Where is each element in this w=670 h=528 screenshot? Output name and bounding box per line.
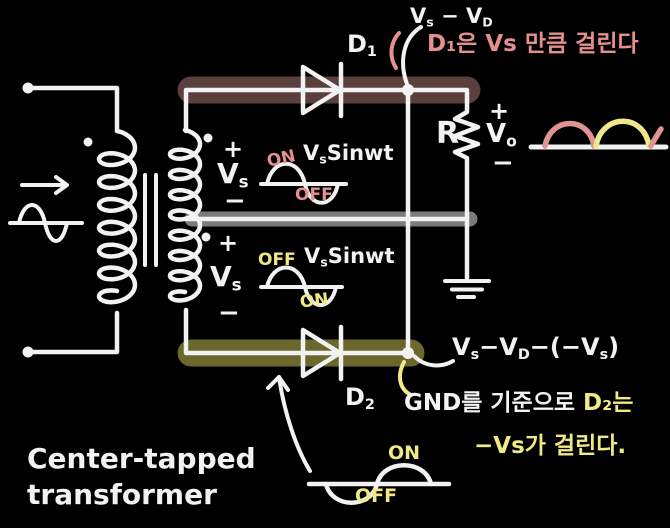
d2-note-pointer-curve — [397, 360, 413, 397]
secondary-coil — [167, 127, 203, 303]
primary-coil — [96, 128, 138, 305]
output-wave-hump-next — [648, 126, 664, 149]
ac-source-sine — [17, 203, 69, 243]
transformer-pointer-arrow — [266, 375, 312, 473]
bottom-winding-wave — [265, 265, 338, 307]
d2-cathode-junction-dot — [402, 347, 414, 359]
secondary-top-wire — [183, 87, 470, 134]
vs-top-label: Vs — [217, 157, 249, 192]
d2-label: D2 — [345, 383, 375, 414]
ac-input-arrow — [20, 175, 69, 195]
vs-sinwt-top-label: VsSinwt — [303, 141, 394, 167]
d2-cycle-wave — [323, 463, 434, 505]
output-wave-hump-d2 — [593, 118, 652, 149]
caption-line2: transformer — [27, 478, 217, 511]
primary-bottom-wire — [25, 310, 120, 355]
gnd-note-prefix: GND를 기준으로 — [404, 390, 584, 416]
vs-top-plus-sign: + — [223, 135, 244, 163]
primary-top-terminal-dot — [22, 82, 34, 94]
d2-on-label: ON — [298, 289, 330, 313]
resistor-label: R — [436, 116, 460, 151]
secondary-bottom-wire — [183, 307, 410, 356]
d1-note-pointer-curve — [389, 31, 401, 70]
d1-formula-pointer-curve — [401, 25, 423, 86]
d2-cycle-off-label: OFF — [355, 485, 398, 507]
ground-symbol — [443, 279, 491, 299]
gnd-note-line1: GND를 기준으로 D₂는 — [404, 392, 633, 415]
d1-diode-triangle — [300, 64, 343, 116]
d2-cycle-on-label: ON — [388, 442, 421, 464]
vo-label: Vo — [486, 119, 517, 151]
vs-sinwt-bottom-label: VsSinwt — [304, 244, 395, 270]
top-winding-wave — [265, 161, 340, 205]
d2-diode-triangle — [300, 327, 343, 379]
d1-label: D1 — [347, 30, 377, 61]
vo-minus-sign: − — [492, 148, 514, 178]
vs-bottom-plus-sign: + — [218, 229, 239, 257]
primary-bottom-terminal-dot — [22, 346, 34, 358]
caption-line1: Center-tapped — [27, 442, 256, 475]
diagram-caption: Center-tapped transformer — [27, 441, 256, 513]
gnd-note-d2: D₂는 — [583, 390, 634, 416]
vs-bottom-minus-sign: − — [218, 298, 240, 328]
primary-phase-dot — [83, 137, 93, 147]
output-wave-hump-d1 — [542, 120, 597, 149]
vs-top-minus-sign: − — [224, 186, 246, 216]
secondary-bottom-phase-dot — [201, 232, 211, 242]
secondary-top-phase-dot — [203, 133, 213, 143]
vo-plus-sign: + — [489, 97, 510, 125]
gnd-note-line2: −Vs가 걸린다. — [474, 433, 627, 459]
resistor-branch-wire — [452, 89, 481, 281]
primary-top-wire — [25, 85, 120, 134]
d2-formula-pointer-curve — [412, 354, 455, 368]
d1-note-text: D₁은 Vs 만큼 걸린다 — [427, 31, 639, 57]
vs-bottom-label: Vs — [210, 260, 242, 295]
d1-voltage-formula: Vs − VD — [410, 4, 493, 30]
d2-voltage-formula: Vs−VD−(−Vs) — [452, 333, 620, 364]
d2-off-label: OFF — [258, 250, 296, 270]
d1-cathode-junction-dot — [402, 84, 414, 96]
d1-off-label: OFF — [295, 185, 333, 205]
